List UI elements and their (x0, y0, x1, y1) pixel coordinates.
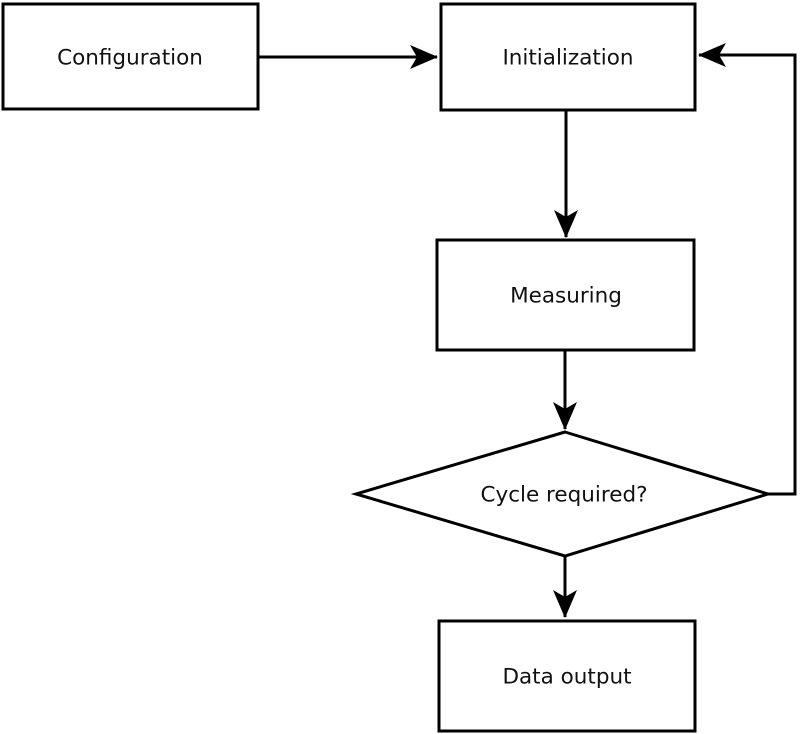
measuring-box (435, 238, 696, 352)
node-cycle-required: Cycle required? (350, 430, 774, 558)
data-output-label: Data output (502, 665, 631, 690)
node-initialization: Initialization (439, 2, 697, 112)
configuration-label: Configuration (57, 46, 203, 71)
cycle-required-label: Cycle required? (480, 483, 647, 508)
initialization-box (439, 2, 697, 112)
cycle-required-diamond (350, 430, 774, 558)
data-output-box (437, 619, 697, 733)
node-configuration: Configuration (1, 2, 260, 111)
node-data-output: Data output (437, 619, 697, 733)
initialization-label: Initialization (502, 46, 633, 71)
edge-cycle-required-to-initialization-feedback (698, 43, 797, 496)
node-measuring: Measuring (435, 238, 696, 352)
configuration-box (1, 2, 260, 111)
measuring-label: Measuring (510, 284, 622, 309)
